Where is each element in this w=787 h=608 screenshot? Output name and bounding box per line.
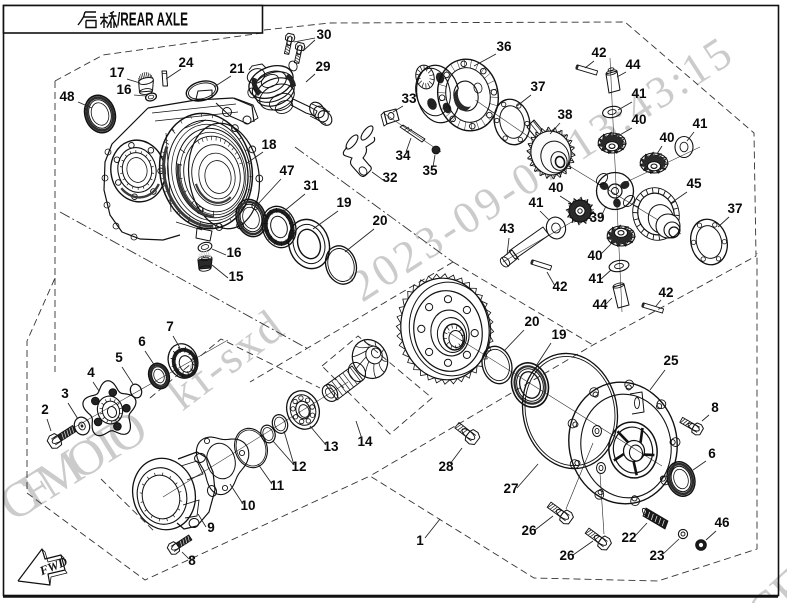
svg-text:33: 33 xyxy=(401,91,417,106)
svg-text:44: 44 xyxy=(625,57,641,72)
svg-text:1: 1 xyxy=(416,533,424,548)
svg-text:42: 42 xyxy=(552,279,567,294)
svg-text:26: 26 xyxy=(559,548,575,563)
svg-text:18: 18 xyxy=(261,137,277,152)
svg-text:21: 21 xyxy=(229,61,245,76)
svg-text:42: 42 xyxy=(658,285,673,300)
svg-text:41: 41 xyxy=(631,86,647,101)
svg-text:32: 32 xyxy=(382,170,397,185)
svg-text:25: 25 xyxy=(663,353,679,368)
svg-text:/REAR AXLE: /REAR AXLE xyxy=(117,9,188,30)
svg-text:11: 11 xyxy=(270,478,285,493)
svg-text:19: 19 xyxy=(551,327,566,342)
svg-text:36: 36 xyxy=(496,39,512,54)
svg-text:9: 9 xyxy=(207,520,215,535)
svg-text:43: 43 xyxy=(499,221,515,236)
svg-text:6: 6 xyxy=(708,446,716,461)
svg-text:46: 46 xyxy=(714,515,730,530)
svg-text:22: 22 xyxy=(621,530,636,545)
svg-text:7: 7 xyxy=(166,319,174,334)
svg-text:40: 40 xyxy=(548,180,563,195)
svg-text:20: 20 xyxy=(372,213,387,228)
svg-text:10: 10 xyxy=(240,498,255,513)
svg-text:29: 29 xyxy=(315,59,330,74)
svg-text:17: 17 xyxy=(109,65,124,80)
svg-text:8: 8 xyxy=(188,553,196,568)
svg-text:37: 37 xyxy=(530,79,545,94)
svg-text:47: 47 xyxy=(279,163,294,178)
svg-text:6: 6 xyxy=(138,334,146,349)
svg-text:40: 40 xyxy=(631,112,646,127)
svg-text:30: 30 xyxy=(316,27,331,42)
svg-text:8: 8 xyxy=(711,400,719,415)
svg-text:45: 45 xyxy=(686,176,702,191)
svg-text:38: 38 xyxy=(557,107,573,122)
svg-text:41: 41 xyxy=(528,195,544,210)
svg-text:26: 26 xyxy=(521,523,537,538)
svg-text:31: 31 xyxy=(303,178,319,193)
svg-text:4: 4 xyxy=(87,365,95,380)
svg-text:14: 14 xyxy=(357,434,373,449)
svg-text:40: 40 xyxy=(659,130,674,145)
svg-text:12: 12 xyxy=(291,459,306,474)
svg-text:19: 19 xyxy=(336,195,351,210)
svg-text:37: 37 xyxy=(727,201,742,216)
svg-text:23: 23 xyxy=(649,548,665,563)
svg-text:40: 40 xyxy=(587,248,602,263)
svg-text:42: 42 xyxy=(591,45,606,60)
svg-text:13: 13 xyxy=(323,439,339,454)
svg-text:15: 15 xyxy=(228,269,244,284)
svg-text:20: 20 xyxy=(524,314,539,329)
svg-text:34: 34 xyxy=(395,148,411,163)
svg-text:39: 39 xyxy=(589,210,604,225)
svg-text:2: 2 xyxy=(41,402,49,417)
svg-text:16: 16 xyxy=(226,245,242,260)
svg-text:3: 3 xyxy=(61,386,69,401)
svg-text:27: 27 xyxy=(503,481,518,496)
svg-text:24: 24 xyxy=(178,55,194,70)
svg-text:35: 35 xyxy=(422,163,438,178)
svg-text:41: 41 xyxy=(692,116,708,131)
svg-text:16: 16 xyxy=(116,82,132,97)
svg-text:5: 5 xyxy=(115,350,123,365)
svg-text:48: 48 xyxy=(59,89,75,104)
